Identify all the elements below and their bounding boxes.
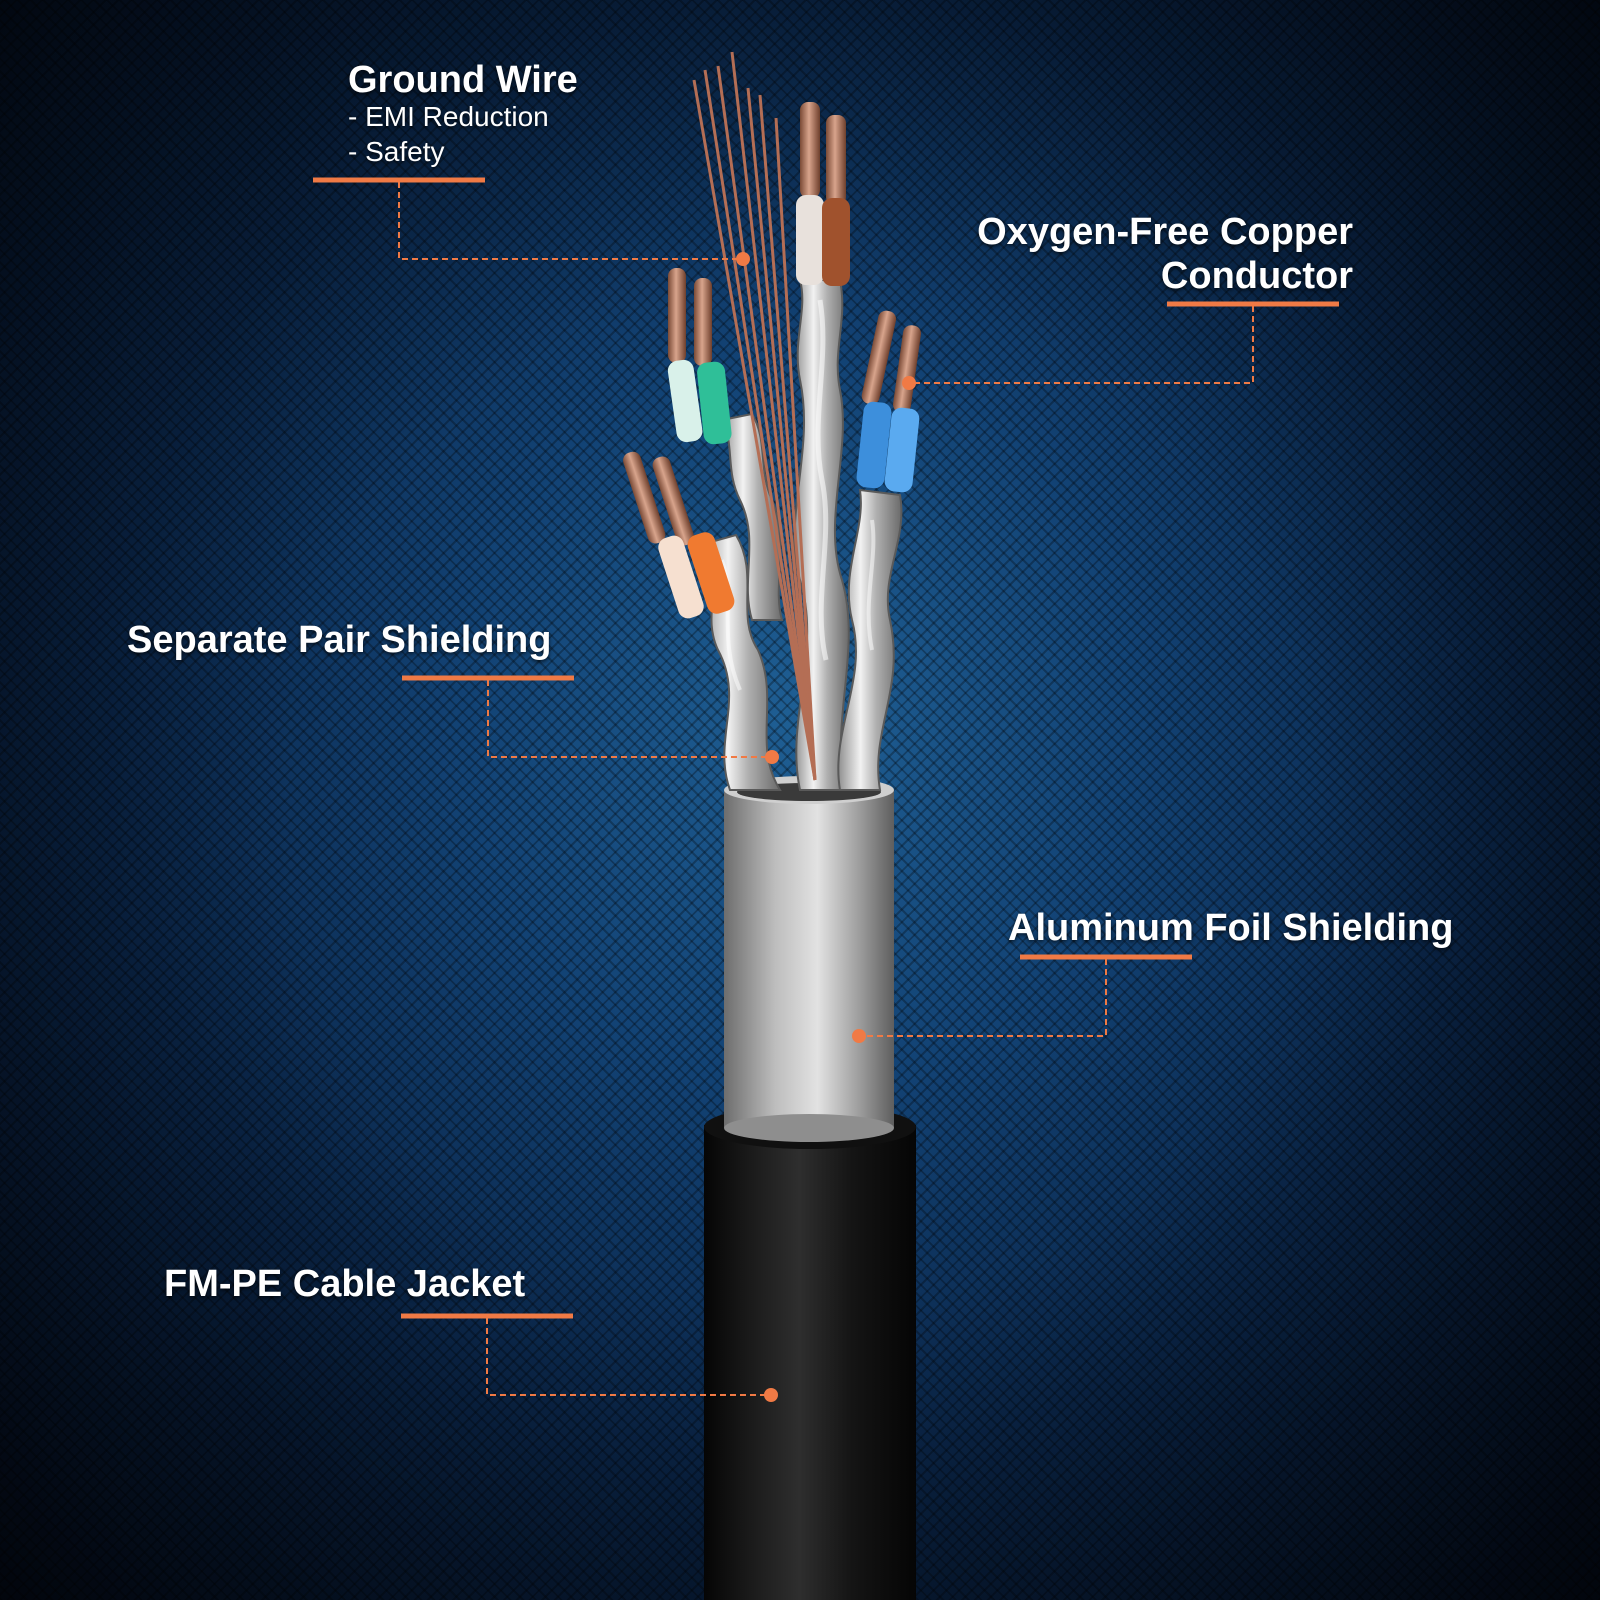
conductors: [623, 102, 922, 619]
ground-wire-strands: [692, 51, 817, 781]
foil-shielding-title: Aluminum Foil Shielding: [1008, 907, 1454, 949]
copper-conductor-title-line2: Conductor: [1160, 255, 1353, 297]
aluminum-foil-shape: [724, 776, 894, 1142]
cable-jacket-title: FM-PE Cable Jacket: [164, 1263, 526, 1305]
pair-shielding-title: Separate Pair Shielding: [127, 619, 552, 661]
ground-wire-bullet-emi: - EMI Reduction: [348, 101, 549, 132]
copper-conductor-title-line1: Oxygen-Free Copper: [977, 211, 1353, 253]
ground-wire-bullet-safety: - Safety: [348, 136, 445, 167]
callout-lines: [313, 177, 1339, 1402]
ground-wire-title: Ground Wire: [348, 59, 578, 101]
cable-jacket-shape: [704, 1105, 916, 1600]
